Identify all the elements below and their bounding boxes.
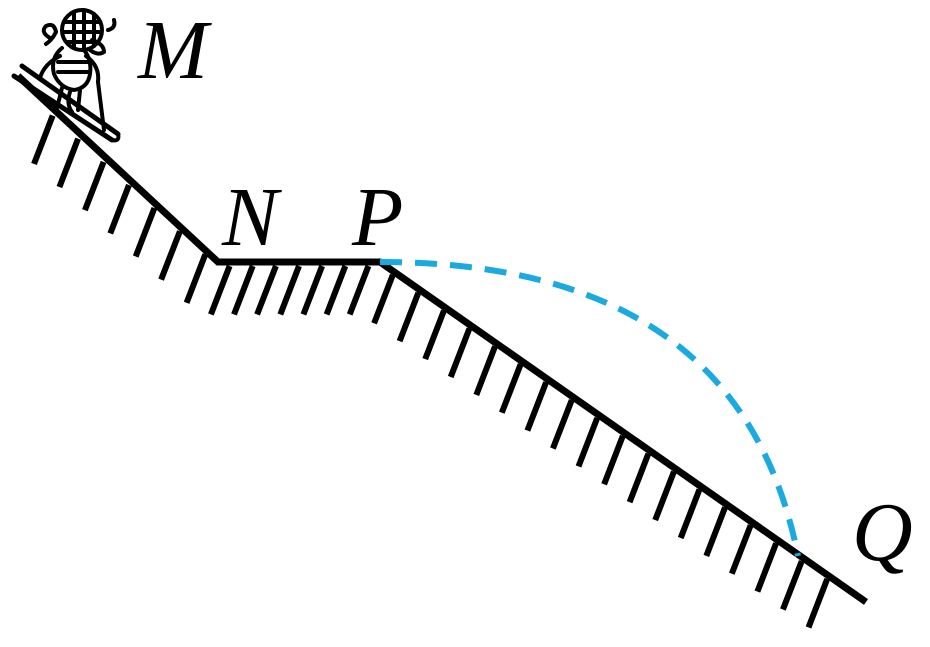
trajectory-curve (379, 259, 801, 557)
hatch-mark (447, 327, 473, 379)
hatch-mark (550, 399, 575, 450)
hatch-mark (601, 434, 626, 486)
slope-line (15, 73, 869, 605)
hatch-mark (371, 273, 396, 325)
skier-icon (11, 8, 121, 143)
hatch-mark (132, 207, 158, 258)
hatch-mark (524, 381, 549, 432)
hatch-mark (300, 264, 325, 316)
hatch-mark (254, 264, 279, 316)
hatch-mark (575, 417, 600, 468)
hatch-mark (208, 264, 233, 316)
hatch-mark (473, 345, 498, 396)
hatch-mark (780, 560, 805, 611)
hatch-mark (158, 230, 183, 281)
hatch-mark (703, 506, 728, 557)
label-Q: Q (852, 486, 913, 579)
hatch-mark (626, 452, 652, 504)
hatch-mark (231, 264, 256, 316)
hatch-mark (323, 264, 349, 316)
hatch-mark (277, 264, 302, 316)
hatch-mark (677, 488, 703, 540)
hatch-mark (805, 578, 830, 629)
hatch-mark (754, 542, 779, 593)
hatch-mark (422, 309, 447, 361)
ground-hatching (31, 114, 830, 629)
hatch-mark (56, 137, 81, 189)
hatch-mark (82, 160, 107, 212)
label-P: P (351, 171, 403, 264)
hatch-mark (652, 470, 677, 522)
label-N: N (221, 171, 282, 264)
hatch-mark (346, 264, 372, 316)
hatch-mark (396, 291, 422, 343)
hatch-mark (31, 114, 56, 165)
hatch-mark (183, 253, 209, 304)
label-M: M (137, 4, 212, 97)
hatch-mark (729, 524, 754, 575)
hatch-mark (107, 183, 132, 235)
hatch-mark (499, 363, 524, 414)
